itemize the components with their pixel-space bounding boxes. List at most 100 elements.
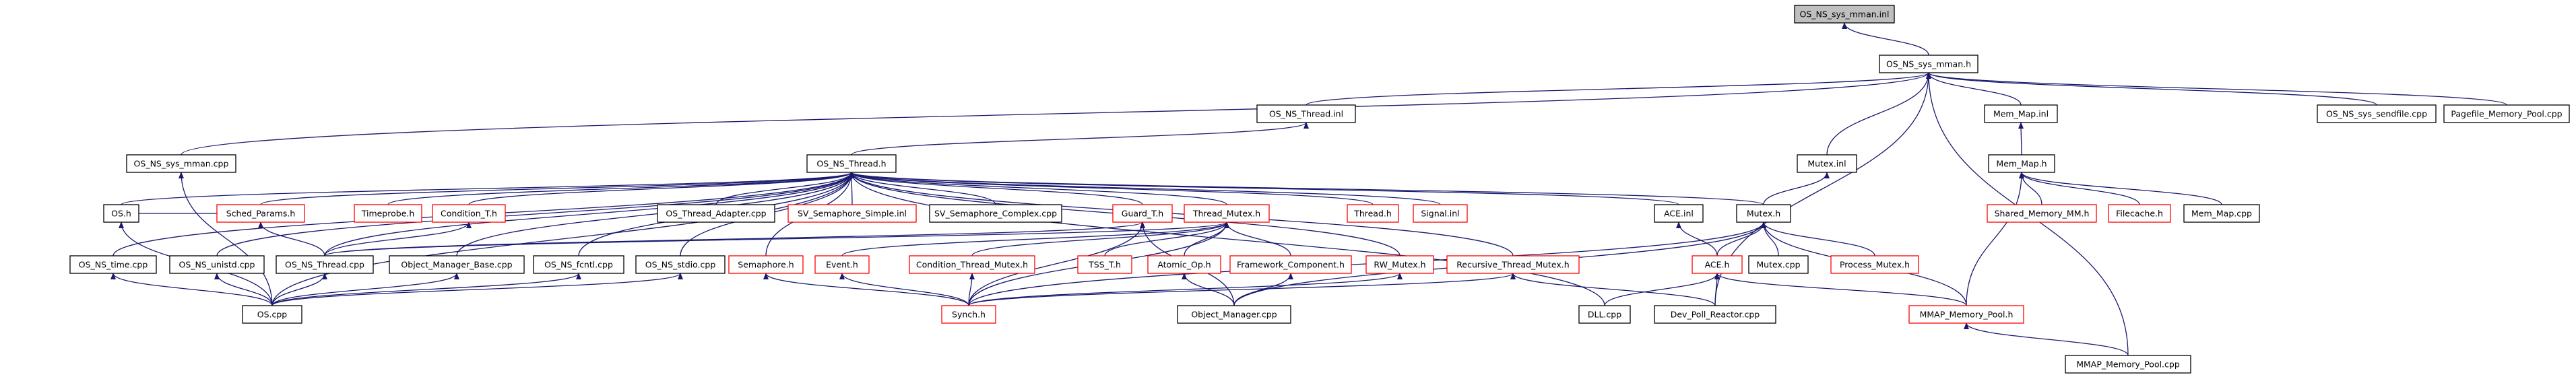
node-label: Condition_T.h — [441, 209, 497, 219]
node-recursive-thread-mutex-h[interactable]: Recursive_Thread_Mutex.h — [1446, 255, 1580, 274]
edge-thread_cpp-to-thread_mutex_h — [324, 221, 1229, 256]
node-os-cpp[interactable]: OS.cpp — [242, 305, 302, 324]
node-signal-inl[interactable]: Signal.inl — [1413, 204, 1468, 223]
node-condition-t-h[interactable]: Condition_T.h — [432, 204, 506, 223]
node-thread-cpp[interactable]: OS_NS_Thread.cpp — [276, 255, 374, 274]
node-box — [1446, 255, 1580, 274]
edge-sys_mman_cpp-to-sys_mman_h — [181, 72, 1931, 156]
node-thread-inl[interactable]: OS_NS_Thread.inl — [1256, 104, 1356, 123]
node-obj-mgr-base-cpp[interactable]: Object_Manager_Base.cpp — [389, 255, 525, 274]
node-mem-map-h[interactable]: Mem_Map.h — [1988, 154, 2055, 173]
node-tss-t-h[interactable]: TSS_T.h — [1077, 255, 1132, 274]
node-label: Signal.inl — [1421, 209, 1459, 219]
edge-pagefile_cpp-to-sys_mman_h — [1926, 72, 2507, 106]
node-box — [1987, 204, 2097, 223]
edge-sv_sem_complex_cpp-to-thread_h — [849, 172, 996, 205]
node-dll-cpp[interactable]: DLL.cpp — [1578, 305, 1631, 324]
node-mutex-h[interactable]: Mutex.h — [1736, 204, 1791, 223]
node-cond-thread-mutex-h[interactable]: Condition_Thread_Mutex.h — [909, 255, 1035, 274]
node-ace-inl[interactable]: ACE.inl — [1654, 204, 1704, 223]
node-timeprobe-h[interactable]: Timeprobe.h — [354, 204, 422, 223]
node-mmap-pool-cpp[interactable]: MMAP_Memory_Pool.cpp — [2065, 355, 2191, 374]
node-thread-h[interactable]: OS_NS_Thread.h — [806, 154, 897, 173]
node-box — [1879, 55, 1978, 73]
node-guard-t-h[interactable]: Guard_T.h — [1112, 204, 1173, 223]
edge-mutex_inl-to-sys_mman_h — [1826, 72, 1931, 156]
node-sendfile-cpp[interactable]: OS_NS_sys_sendfile.cpp — [2317, 104, 2437, 123]
node-mmap-pool-h[interactable]: MMAP_Memory_Pool.h — [1908, 305, 2024, 324]
node-label: OS_NS_unistd.cpp — [179, 260, 255, 270]
edge-dll_cpp-to-ace_h — [1604, 273, 1720, 306]
node-mutex-cpp[interactable]: Mutex.cpp — [1748, 255, 1809, 274]
node-box — [1578, 305, 1631, 324]
node-ace-h[interactable]: ACE.h — [1692, 255, 1743, 274]
edge-timeprobe_h-to-thread_h — [387, 172, 854, 205]
node-box — [941, 305, 996, 324]
node-label: OS_NS_sys_sendfile.cpp — [2326, 109, 2427, 119]
edge-thread_cpp-to-thread_h — [324, 172, 854, 256]
node-mutex-inl[interactable]: Mutex.inl — [1797, 154, 1857, 173]
edge-tss_t_h-to-thread_mutex_h — [1104, 221, 1229, 256]
edge-layer — [110, 22, 2507, 356]
node-fcntl-cpp[interactable]: OS_NS_fcntl.cpp — [533, 255, 624, 274]
node-dev-poll-cpp[interactable]: Dev_Poll_Reactor.cpp — [1654, 305, 1776, 324]
node-box — [2065, 355, 2191, 374]
node-sys-mman-cpp[interactable]: OS_NS_sys_mman.cpp — [126, 154, 236, 173]
node-sv-sem-complex-cpp[interactable]: SV_Semaphore_Complex.cpp — [929, 204, 1062, 223]
edge-cond_thread_mutex_h-to-thread_mutex_h — [971, 221, 1229, 256]
edge-os_cpp-to-sys_mman_cpp — [179, 172, 273, 306]
node-rw-mutex-h[interactable]: RW_Mutex.h — [1365, 255, 1434, 274]
node-box — [1347, 204, 1399, 223]
node-atomic-op-h[interactable]: Atomic_Op.h — [1147, 255, 1221, 274]
node-mem-map-inl[interactable]: Mem_Map.inl — [1984, 104, 2058, 123]
node-box — [909, 255, 1035, 274]
edge-thread_h-to-thread_inl — [851, 122, 1309, 156]
node-label: OS_NS_Thread.inl — [1269, 109, 1343, 119]
node-os-h[interactable]: OS.h — [103, 204, 139, 223]
node-thread-h2[interactable]: Thread.h — [1347, 204, 1399, 223]
node-box — [2183, 204, 2260, 223]
edge-dll_cpp-to-thread_h — [849, 172, 1605, 306]
edge-thread_mutex_h-to-thread_h — [849, 172, 1227, 205]
node-mem-map-cpp[interactable]: Mem_Map.cpp — [2183, 204, 2260, 223]
node-unistd-cpp[interactable]: OS_NS_unistd.cpp — [169, 255, 265, 274]
node-label: Mutex.cpp — [1756, 260, 1800, 270]
edge-os_cpp-to-fcntl_cpp — [271, 273, 581, 306]
node-label: OS_NS_Thread.h — [816, 159, 886, 169]
node-label: Guard_T.h — [1122, 209, 1163, 219]
node-framework-comp-h[interactable]: Framework_Component.h — [1229, 255, 1352, 274]
node-box — [1147, 255, 1221, 274]
node-stdio-cpp[interactable]: OS_NS_stdio.cpp — [635, 255, 726, 274]
node-thread-adapter-cpp[interactable]: OS_Thread_Adapter.cpp — [657, 204, 775, 223]
node-thread-mutex-h[interactable]: Thread_Mutex.h — [1184, 204, 1270, 223]
node-box — [103, 204, 139, 223]
edge-condition_t_h-to-thread_h — [468, 172, 854, 205]
node-root[interactable]: OS_NS_sys_mman.inl — [1794, 5, 1895, 24]
node-process-mutex-h[interactable]: Process_Mutex.h — [1830, 255, 1919, 274]
node-label: OS_NS_sys_mman.inl — [1799, 9, 1889, 20]
node-semaphore-h[interactable]: Semaphore.h — [728, 255, 804, 274]
node-label: Mutex.inl — [1807, 159, 1846, 169]
node-label: DLL.cpp — [1588, 310, 1621, 320]
node-label: RW_Mutex.h — [1374, 260, 1425, 270]
node-shared-memory-mm-h[interactable]: Shared_Memory_MM.h — [1987, 204, 2097, 223]
edge-signal_inl-to-thread_h — [849, 172, 1441, 205]
node-box — [635, 255, 726, 274]
node-pagefile-cpp[interactable]: Pagefile_Memory_Pool.cpp — [2443, 104, 2570, 123]
node-label: Sched_Params.h — [226, 209, 296, 219]
node-event-h[interactable]: Event.h — [814, 255, 870, 274]
node-obj-mgr-cpp[interactable]: Object_Manager.cpp — [1177, 305, 1291, 324]
edge-synch_h-to-event_h — [839, 273, 969, 306]
node-time-cpp[interactable]: OS_NS_time.cpp — [69, 255, 157, 274]
node-filecache-h[interactable]: Filecache.h — [2108, 204, 2171, 223]
node-box — [126, 154, 236, 173]
node-label: Mutex.h — [1747, 209, 1780, 219]
node-label: ACE.inl — [1664, 209, 1694, 219]
node-box — [1736, 204, 1791, 223]
node-sys-mman-h[interactable]: OS_NS_sys_mman.h — [1879, 55, 1978, 73]
edge-ace_h-to-ace_inl — [1676, 221, 1718, 256]
node-box — [1184, 204, 1270, 223]
node-synch-h[interactable]: Synch.h — [941, 305, 996, 324]
node-sched-params-h[interactable]: Sched_Params.h — [216, 204, 305, 223]
node-sv-sem-simple-inl[interactable]: SV_Semaphore_Simple.inl — [787, 204, 917, 223]
